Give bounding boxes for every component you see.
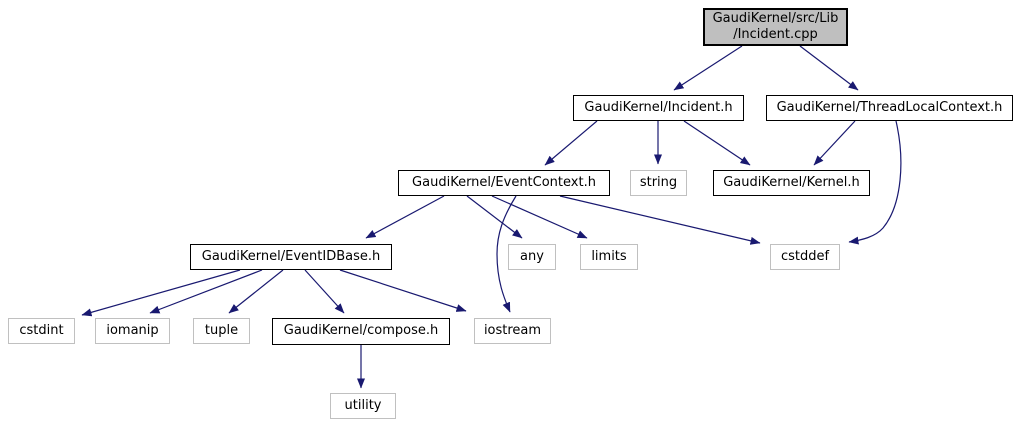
edge-eventidbase_h-cstdint — [81, 269, 241, 317]
edge-eventcontext_h-any — [466, 195, 523, 239]
node-cstddef: cstddef — [770, 244, 840, 270]
node-kernel-h[interactable]: GaudiKernel/Kernel.h — [713, 170, 870, 196]
edge-incident_h-eventcontext_h — [544, 120, 598, 166]
node-eventidbase-h[interactable]: GaudiKernel/EventIDBase.h — [190, 244, 392, 270]
edge-eventcontext_h-eventidbase_h — [365, 195, 445, 239]
edge-eventcontext_h-iostream — [496, 195, 517, 313]
edge-eventcontext_h-limits — [491, 195, 588, 239]
edge-threadlocalcontext_h-kernel_h — [813, 120, 856, 166]
node-eventcontext-h[interactable]: GaudiKernel/EventContext.h — [398, 170, 610, 196]
edge-eventidbase_h-iostream — [339, 269, 467, 312]
node-string: string — [630, 170, 687, 196]
node-compose-h[interactable]: GaudiKernel/compose.h — [272, 318, 450, 345]
node-incident-cpp-label-line1: GaudiKernel/src/Lib — [712, 10, 839, 26]
node-incident-cpp-label-line2: /Incident.cpp — [733, 27, 818, 42]
node-limits: limits — [580, 244, 638, 270]
edge-eventidbase_h-iomanip — [149, 269, 263, 314]
edge-incident_cpp-threadlocalcontext_h — [799, 45, 859, 91]
node-threadlocalcontext-h[interactable]: GaudiKernel/ThreadLocalContext.h — [766, 95, 1013, 121]
edge-incident_cpp-incident_h — [673, 45, 743, 91]
node-any: any — [508, 244, 556, 270]
edge-eventcontext_h-cstddef — [559, 195, 761, 245]
edge-incident_h-kernel_h — [683, 120, 751, 166]
edge-eventidbase_h-tuple — [228, 269, 284, 314]
node-tuple: tuple — [193, 318, 250, 344]
edge-eventidbase_h-compose_h — [304, 269, 345, 314]
node-incident-h[interactable]: GaudiKernel/Incident.h — [573, 95, 744, 121]
node-iostream: iostream — [474, 318, 551, 344]
node-incident-cpp: GaudiKernel/src/Lib /Incident.cpp — [703, 8, 848, 46]
node-utility: utility — [330, 393, 396, 419]
node-cstdint: cstdint — [8, 318, 75, 344]
edge-threadlocalcontext_h-cstddef — [848, 120, 902, 245]
node-iomanip: iomanip — [95, 318, 170, 344]
